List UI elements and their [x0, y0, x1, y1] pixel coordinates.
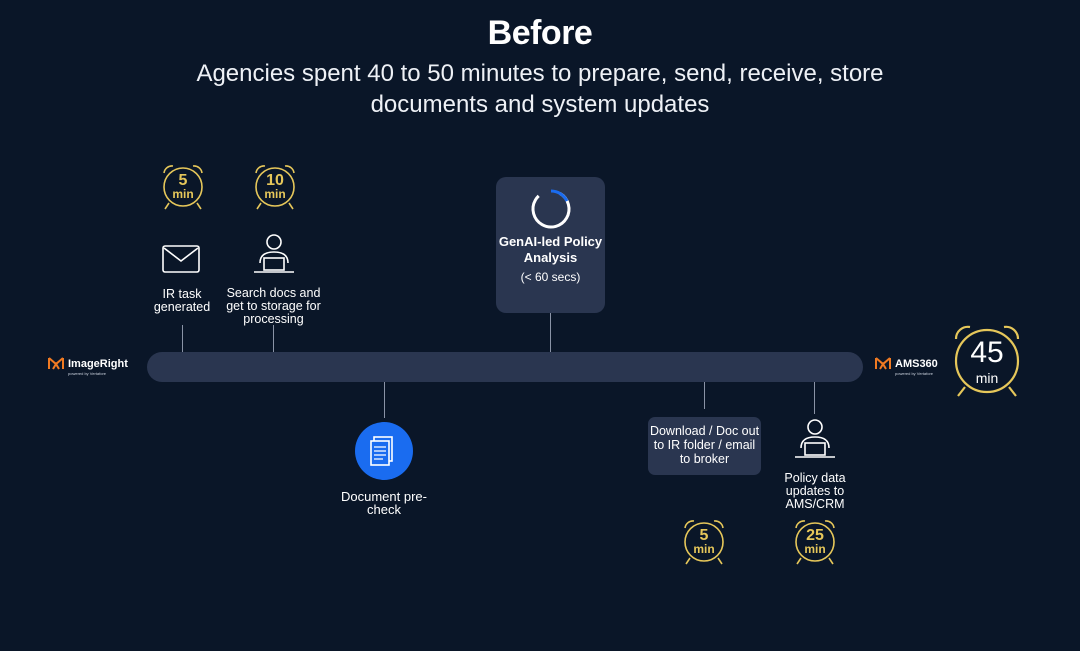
ams360-logo-mark-icon [875, 357, 891, 370]
imageright-logo-text: ImageRight [68, 358, 128, 370]
total-alarm-clock-icon [954, 325, 1020, 397]
connector-genai [550, 313, 551, 352]
genai-title: GenAI-led Policy Analysis [498, 234, 603, 265]
genai-subtitle: (< 60 secs) [520, 270, 581, 284]
connector-download [704, 382, 705, 409]
total-unit: min [975, 370, 999, 386]
timeline-bar [147, 352, 863, 382]
ir-task-label: IR task generated [153, 287, 211, 314]
search-docs-time: 10 [266, 172, 284, 189]
policy-update-time: 25 [806, 527, 824, 544]
page-subtitle: Agencies spent 40 to 50 minutes to prepa… [196, 60, 884, 118]
total-time: 45 [970, 336, 1004, 369]
envelope-icon [162, 245, 200, 273]
ir-task-time: 5 [178, 172, 188, 189]
alarm-clock-icon [795, 520, 835, 565]
search-docs-unit: min [264, 187, 286, 201]
document-precheck-label: Document pre-check [341, 489, 427, 517]
download-doc-card: Download / Doc out to IR folder / email … [648, 417, 761, 475]
alarm-clock-icon [163, 165, 203, 210]
download-time: 5 [699, 527, 709, 544]
imageright-logo-sub: powered by Vertafore [68, 371, 107, 376]
alarm-clock-icon [684, 520, 724, 565]
alarm-clock-ir-task: 5 min [159, 163, 207, 211]
connector-precheck [384, 382, 385, 418]
person-laptop-icon [795, 419, 835, 458]
search-docs-label: Search docs and get to storage for proce… [226, 286, 321, 326]
ams360-logo-sub: powered by Vertafore [895, 371, 934, 376]
loading-spinner-icon [531, 189, 571, 229]
genai-policy-analysis-card: GenAI-led Policy Analysis (< 60 secs) [496, 177, 605, 313]
page-title: Before [487, 14, 593, 52]
download-unit: min [693, 542, 715, 556]
download-label: Download / Doc out to IR folder / email … [649, 424, 760, 466]
ams360-logo-text: AMS360 [895, 358, 938, 370]
ams360-logo: AMS360 powered by Vertafore [875, 356, 945, 378]
policy-update-label: Policy data updates to AMS/CRM [784, 471, 846, 511]
alarm-clock-policy-update: 25 min [791, 518, 839, 566]
alarm-clock-search-docs: 10 min [251, 163, 299, 211]
alarm-clock-icon [255, 165, 295, 210]
imageright-logo: ImageRight powered by Vertafore [48, 356, 138, 378]
person-laptop-icon [254, 234, 294, 273]
imageright-logo-mark-icon [48, 357, 64, 370]
alarm-clock-download: 5 min [680, 518, 728, 566]
connector-search-docs [273, 325, 274, 352]
connector-policy-update [814, 382, 815, 414]
ir-task-unit: min [172, 187, 194, 201]
document-icon [355, 422, 413, 480]
policy-update-unit: min [804, 542, 826, 556]
connector-ir-task [182, 325, 183, 352]
